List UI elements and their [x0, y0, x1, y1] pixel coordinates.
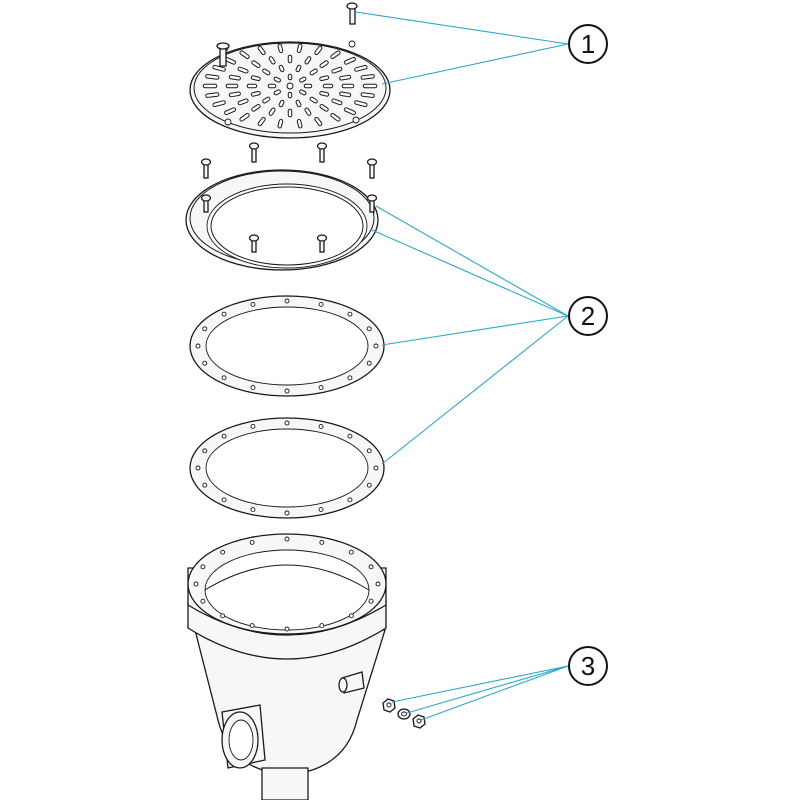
leader-lines-3 — [391, 665, 569, 721]
hex-nut-1 — [382, 698, 396, 713]
callout-3-label: 3 — [581, 651, 595, 681]
callout-1-label: 1 — [581, 29, 595, 59]
frame-screws — [200, 142, 378, 179]
hex-nut-2 — [412, 714, 426, 729]
callout-3: 3 — [568, 646, 608, 686]
frame-screw — [200, 158, 212, 179]
frame-screw — [200, 194, 212, 213]
frame-screw — [248, 142, 260, 163]
frame-screw — [316, 234, 328, 253]
drain-body — [187, 533, 387, 800]
frame-screw — [316, 142, 328, 163]
frame-screw — [248, 234, 260, 253]
gasket-lower — [189, 417, 385, 519]
inner-screws — [200, 194, 378, 253]
leader-lines-2 — [371, 205, 569, 465]
leader-lines-1 — [355, 11, 569, 85]
callout-1: 1 — [568, 24, 608, 64]
callout-2-label: 2 — [581, 301, 595, 331]
callout-2: 2 — [568, 296, 608, 336]
grate-cover — [189, 40, 391, 139]
gasket-upper — [189, 295, 385, 397]
top-screw — [346, 2, 358, 25]
grate-screw — [216, 42, 230, 67]
clamping-frame — [185, 169, 379, 271]
washer — [397, 708, 411, 720]
grate-slots — [202, 43, 378, 129]
frame-screw — [366, 194, 378, 213]
frame-screw — [366, 158, 378, 179]
